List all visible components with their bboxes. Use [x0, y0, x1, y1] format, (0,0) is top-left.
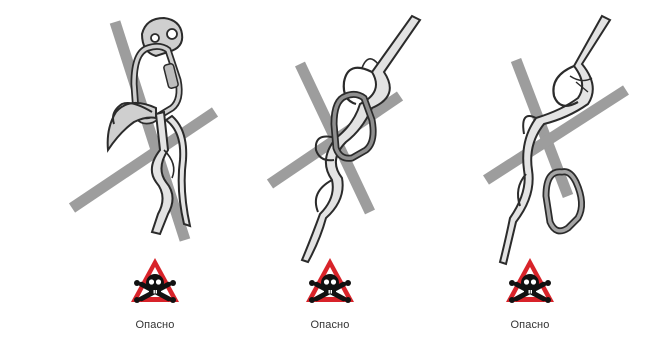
- panel-belay-device: Опасно: [60, 0, 260, 344]
- skull-crossbones-warning-icon: [504, 256, 556, 308]
- illustration-carabiner-loops: [250, 0, 450, 280]
- panel-carabiner-loops: Опасно: [250, 0, 450, 344]
- illustration-belay-device: [60, 0, 260, 260]
- caption-danger: Опасно: [280, 319, 380, 331]
- sling: [302, 16, 420, 262]
- caption-danger: Опасно: [105, 319, 205, 331]
- illustration-unclipped-carabiner: [450, 0, 650, 280]
- skull-crossbones-warning-icon: [129, 256, 181, 308]
- caption-danger: Опасно: [480, 319, 580, 331]
- skull-crossbones-warning-icon: [304, 256, 356, 308]
- panel-unclipped-carabiner: Опасно: [450, 0, 650, 344]
